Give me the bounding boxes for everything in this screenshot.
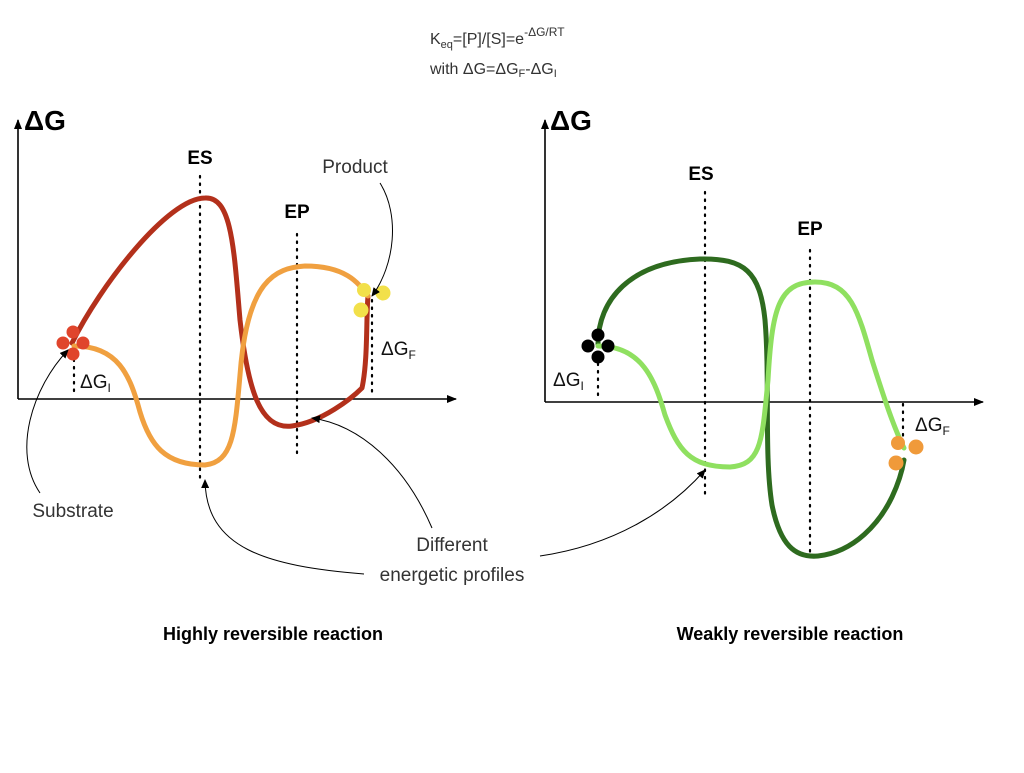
right-dgi-label: ΔGI: [553, 370, 584, 393]
left-y-axis-label: ΔG: [24, 105, 66, 136]
left-dgf-base: ΔG: [381, 339, 408, 360]
formula-line-1: Keq=[P]/[S]=e-ΔG/RT: [430, 25, 565, 51]
left-profile-b: [71, 263, 371, 468]
equals: =: [486, 61, 495, 78]
pointer-to-right-es: [539, 469, 706, 557]
right-product-icon: [888, 436, 924, 471]
k-subscript: eq: [441, 39, 453, 51]
right-y-axis-label: ΔG: [550, 105, 592, 136]
delta-g-f-sub: F: [519, 68, 526, 80]
right-profile-a: [595, 256, 907, 559]
formula-line-2: with ΔG=ΔGF-ΔGI: [429, 61, 557, 80]
right-dgf-label: ΔGF: [915, 415, 950, 438]
left-caption: Highly reversible reaction: [163, 624, 383, 644]
left-es-label: ES: [187, 148, 212, 169]
left-profile-a: [69, 195, 371, 429]
delta-g-i-sub: I: [554, 68, 557, 80]
delta-g: ΔG: [463, 61, 486, 78]
pointer-to-left-ep: [311, 415, 433, 529]
left-ep-label: EP: [284, 202, 310, 223]
product-label: Product: [322, 157, 388, 178]
minus: -: [525, 61, 530, 78]
left-dgi-base: ΔG: [80, 372, 107, 393]
substrate-pointer: [26, 349, 69, 494]
k-symbol: K: [430, 31, 441, 48]
substrate-label: Substrate: [32, 501, 113, 522]
left-dgf-sub: F: [408, 348, 415, 362]
left-panel: ΔG ES EP ΔGI ΔGF Product Substrate Highl…: [14, 105, 457, 644]
different-profiles-annotation: Different energetic profiles: [201, 415, 706, 586]
right-caption: Weakly reversible reaction: [677, 624, 904, 644]
left-dgi-label: ΔGI: [80, 372, 111, 395]
left-dgf-label: ΔGF: [381, 339, 416, 362]
right-substrate-icon: [581, 328, 615, 364]
exponent: -ΔG/RT: [524, 25, 565, 39]
delta-g-i: ΔG: [531, 61, 554, 78]
left-substrate-icon: [56, 325, 90, 361]
product-pointer: [371, 182, 393, 297]
right-dgf-sub: F: [942, 424, 949, 438]
right-dgi-sub: I: [580, 379, 583, 393]
right-dgi-base: ΔG: [553, 370, 580, 391]
delta-g-f: ΔG: [495, 61, 518, 78]
k-expression: =[P]/[S]=e: [453, 31, 524, 48]
equilibrium-formula: Keq=[P]/[S]=e-ΔG/RT with ΔG=ΔGF-ΔGI: [429, 25, 565, 80]
right-profile-b: [595, 279, 907, 470]
different-label-line-2: energetic profiles: [380, 565, 525, 586]
right-panel: ΔG ES EP ΔGI ΔGF Weakly reversible react…: [541, 105, 984, 644]
with-text: with: [429, 61, 463, 78]
pointer-to-left-es: [201, 479, 365, 575]
right-es-label: ES: [688, 164, 713, 185]
different-label-line-1: Different: [416, 535, 488, 556]
right-ep-label: EP: [797, 219, 823, 240]
left-dgi-sub: I: [107, 381, 110, 395]
right-dgf-base: ΔG: [915, 415, 942, 436]
